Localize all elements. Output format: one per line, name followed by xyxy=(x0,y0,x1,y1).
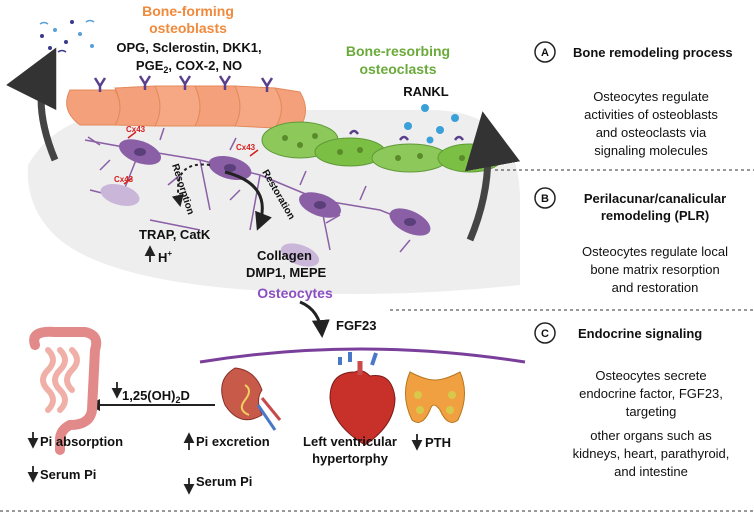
osteoclast-title-line1: Bone-resorbing xyxy=(346,43,450,59)
section-b-title-1: Perilacunar/canalicular xyxy=(584,191,726,206)
section-c-desc-5: kidneys, heart, parathyroid, xyxy=(573,446,730,461)
section-b-badge xyxy=(534,187,556,209)
serum-pi-left-label: Serum Pi xyxy=(40,467,96,482)
cx43-label-3: Cx43 xyxy=(114,175,134,184)
section-b-title-2: remodeling (PLR) xyxy=(601,208,709,223)
pth-label: PTH xyxy=(425,435,451,450)
section-c-desc-4: other organs such as xyxy=(590,428,712,443)
section-a-desc-1: Osteocytes regulate xyxy=(593,89,709,104)
osteocyte-cells xyxy=(100,139,431,267)
section-c-desc-3: targeting xyxy=(626,404,677,419)
osteocyte-cell xyxy=(100,184,140,206)
intestine-icon xyxy=(29,326,102,455)
fgf23-arrow xyxy=(299,300,330,338)
trap-catk-label: TRAP, CatK xyxy=(139,227,211,242)
resorption-arrow xyxy=(171,163,211,207)
section-c-title: Endocrine signaling xyxy=(578,326,702,341)
cx43-label-1: Cx43 xyxy=(126,125,146,134)
section-a-letter: A xyxy=(541,47,549,59)
section-c-desc-2: endocrine factor, FGF23, xyxy=(579,386,723,401)
osteoblast-factors-line2: PGE2, COX-2, NO xyxy=(136,58,242,75)
rankl-label: RANKL xyxy=(403,84,449,99)
osteoclast-cell xyxy=(437,143,503,173)
osteoblast-cell xyxy=(234,85,282,129)
section-a-title: Bone remodeling process xyxy=(573,45,733,60)
section-a-desc-3: and osteoclasts via xyxy=(596,125,707,140)
osteoblast-cell xyxy=(114,85,161,127)
osteoclast-signal-arrow xyxy=(464,111,521,242)
osteoblast-cell xyxy=(194,85,241,127)
osteoblast-factors-line1: OPG, Sclerostin, DKK1, xyxy=(116,40,261,55)
rankl-dots xyxy=(404,104,459,144)
osteoblast-signal-arrow xyxy=(6,47,59,162)
section-a-badge xyxy=(534,41,556,63)
pi-excretion-label: Pi excretion xyxy=(196,434,270,449)
section-a-desc-2: activities of osteoblasts xyxy=(584,107,718,122)
lv-label-line1: Left ventricular xyxy=(303,434,397,449)
osteoblast-secreted-factors xyxy=(39,19,95,53)
osteoclast-title-line2: osteoclasts xyxy=(359,61,436,77)
heart-icon xyxy=(329,352,396,446)
collagen-label: Collagen xyxy=(257,248,312,263)
dmp1-mepe-label: DMP1, MEPE xyxy=(246,265,327,280)
osteocyte-network xyxy=(84,127,431,253)
parathyroid-icon xyxy=(405,371,465,423)
osteoblast-cell xyxy=(66,89,121,126)
serum-pi-mid-label: Serum Pi xyxy=(196,474,252,489)
section-b-desc-2: bone matrix resorption xyxy=(590,262,719,277)
osteoclast-cell xyxy=(371,143,449,173)
section-b-letter: B xyxy=(541,193,549,205)
section-b-desc-3: and restoration xyxy=(612,280,699,295)
pi-absorption-label: Pi absorption xyxy=(40,434,123,449)
osteoblast-cell xyxy=(154,85,201,127)
vitd-label: 1,25(OH)2D xyxy=(122,388,190,405)
section-b-desc-1: Osteocytes regulate local xyxy=(582,244,728,259)
section-c-badge xyxy=(534,322,556,344)
h-plus-label: H+ xyxy=(158,249,172,265)
osteoblast-layer xyxy=(66,75,306,131)
section-c-desc-1: Osteocytes secrete xyxy=(595,368,706,383)
organ-arc xyxy=(199,347,526,364)
osteoblast-title-line1: Bone-forming xyxy=(142,3,234,19)
kidney-icon xyxy=(221,367,282,431)
osteocyte-cell xyxy=(280,243,320,267)
osteocytes-label: Osteocytes xyxy=(257,285,333,301)
section-a-desc-4: signaling molecules xyxy=(594,143,708,158)
fgf23-label: FGF23 xyxy=(336,318,376,333)
cx43-label-2: Cx43 xyxy=(236,143,256,152)
section-c-letter: C xyxy=(541,328,549,340)
restoration-arrow xyxy=(224,170,272,231)
osteoblast-title-line2: osteoblasts xyxy=(149,20,227,36)
section-c-desc-6: and intestine xyxy=(614,464,688,479)
lv-label-line2: hypertorphy xyxy=(312,451,389,466)
